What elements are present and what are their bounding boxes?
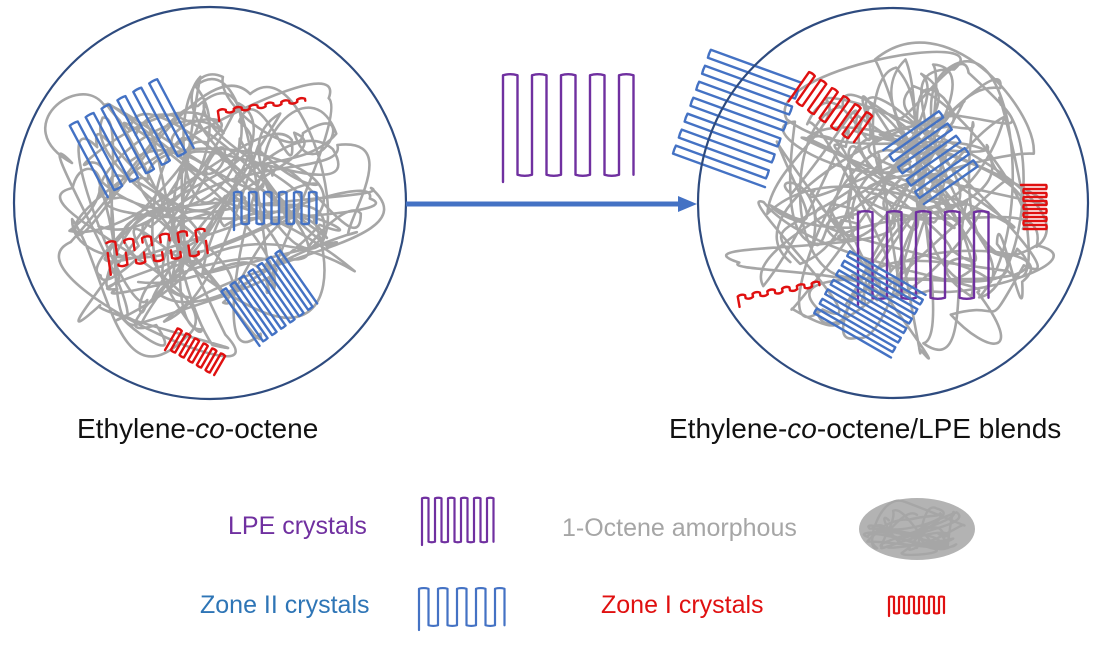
transition (406, 73, 697, 212)
zone1-crystal (163, 327, 227, 377)
zone1-crystal (887, 595, 946, 618)
caption-text: Ethylene- (77, 413, 196, 444)
zone2-crystal-icon (417, 587, 506, 632)
zone1-crystal (1019, 183, 1048, 231)
zone1-crystal (216, 97, 307, 123)
crystals-left (68, 78, 319, 377)
caption-italic: co (787, 413, 817, 444)
crystals-right (671, 48, 1048, 359)
amorphous-coil-icon (859, 498, 975, 560)
arrow-head-icon (678, 196, 697, 212)
legend-label-zone1: Zone I crystals (601, 591, 764, 619)
lpe-crystal (420, 496, 495, 547)
zone1-crystal (736, 280, 821, 309)
amorphous-chain (766, 60, 1055, 352)
zone1-crystal-icon (887, 595, 946, 618)
zone2-crystal (417, 587, 506, 632)
zone1-crystal (787, 70, 874, 144)
zone2-crystal (68, 78, 195, 199)
amorphous-chain (862, 499, 966, 557)
zone2-crystal (220, 249, 319, 348)
zone2-crystal (671, 48, 802, 189)
legend-label-amorphous: 1-Octene amorphous (562, 514, 797, 542)
caption-text: -octene/LPE blends (816, 413, 1062, 444)
zone1-crystal-disordered (105, 227, 209, 277)
right-sphere-outline (696, 6, 1090, 400)
legend-icons (417, 496, 975, 632)
legend-label-zone2: Zone II crystals (200, 591, 370, 619)
caption-text: -octene (224, 413, 319, 444)
right-caption: Ethylene-co-octene/LPE blends (669, 415, 1061, 443)
legend-label-lpe: LPE crystals (228, 512, 367, 540)
left-caption: Ethylene-co-octene (77, 415, 318, 443)
left-panel (12, 5, 408, 401)
caption-italic: co (195, 413, 225, 444)
zone2-crystal (813, 250, 927, 359)
amorphous-chain (57, 73, 386, 358)
lpe-crystal-icon (420, 496, 495, 547)
added-lpe-crystal-icon (501, 73, 635, 184)
caption-text: Ethylene- (669, 413, 788, 444)
zone2-crystal (232, 190, 318, 232)
right-panel (671, 6, 1090, 400)
zone2-crystal (882, 110, 979, 206)
lpe-crystal (501, 73, 635, 184)
